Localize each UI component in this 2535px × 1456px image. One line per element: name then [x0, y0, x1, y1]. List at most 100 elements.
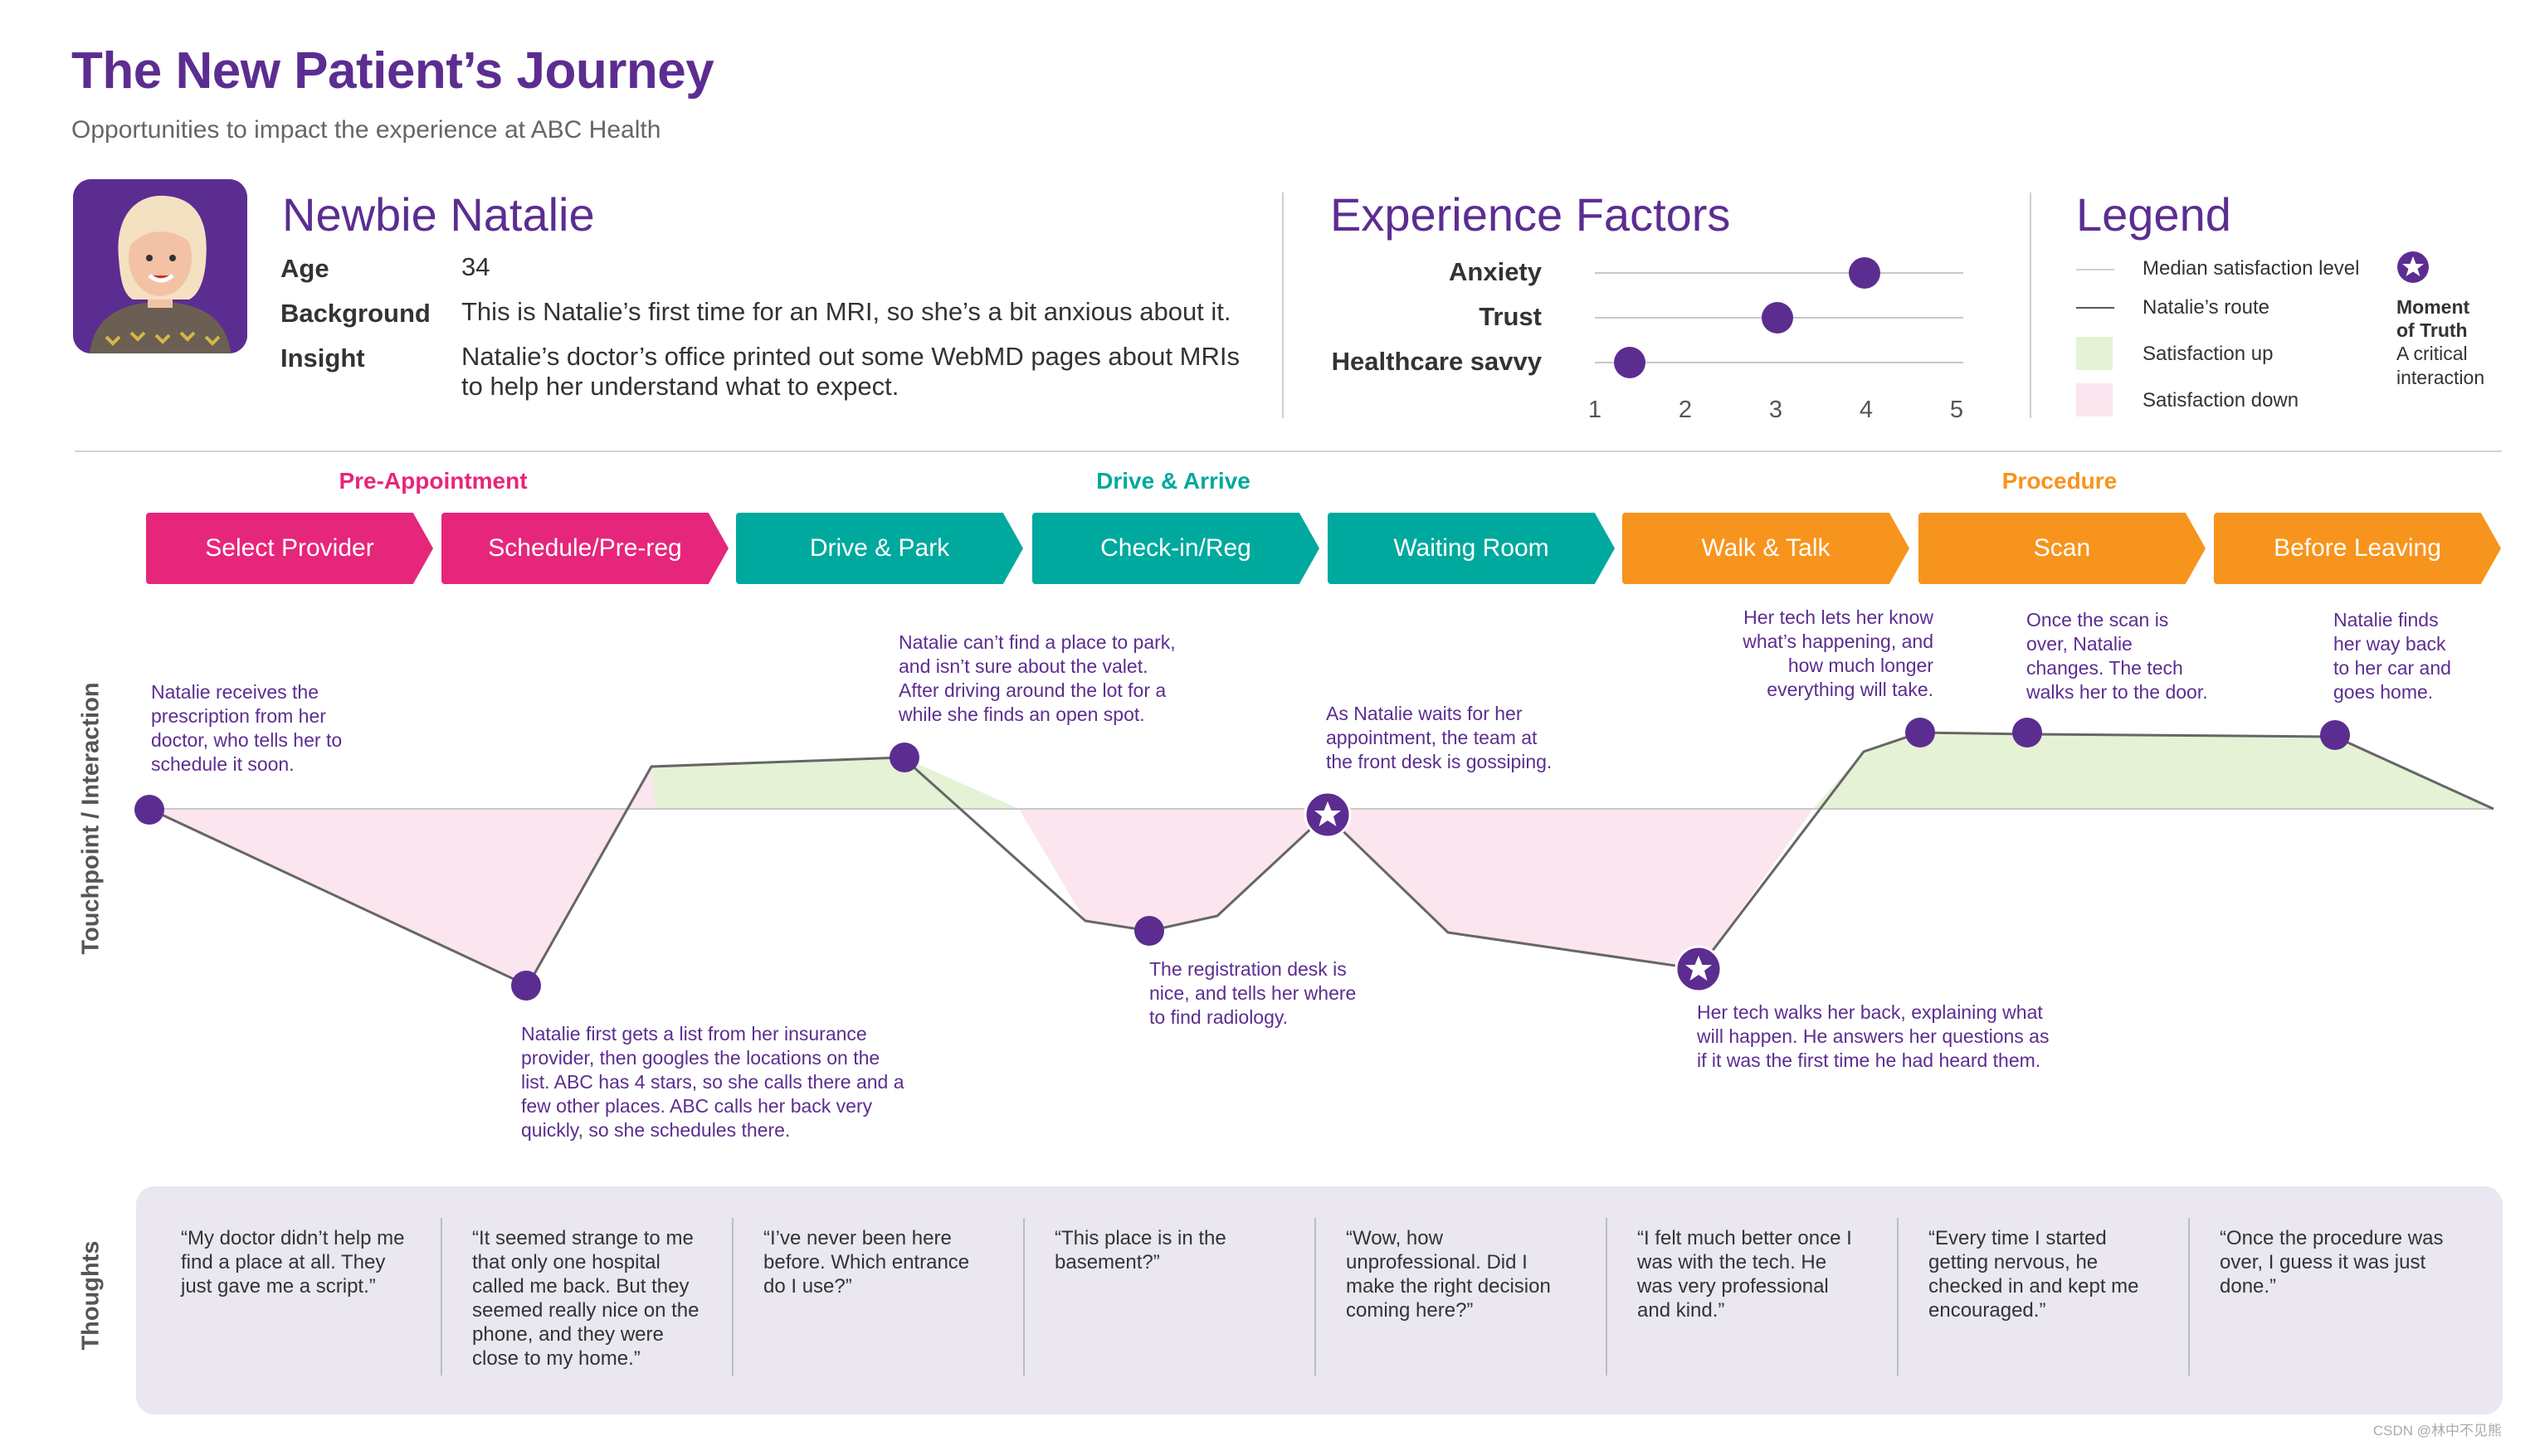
scale-tick-4: 4 — [1859, 397, 1874, 423]
thought-line: checked in and kept me — [1928, 1275, 2139, 1298]
factor-marker-trust — [1762, 302, 1793, 334]
scale-tick-1: 1 — [1587, 397, 1602, 423]
touchpoint-drive-park — [890, 743, 919, 772]
touchpoint-scan — [2012, 718, 2042, 747]
stage-drive-park: Drive & Park — [736, 513, 1023, 584]
thought-divider — [2188, 1218, 2190, 1376]
annotation-line: while she finds an open spot. — [899, 704, 1145, 725]
thought-line: and kind.” — [1637, 1299, 1725, 1322]
annotation-select-provider: Natalie receives the prescription from h… — [151, 680, 342, 777]
thought-line: do I use?” — [763, 1275, 852, 1298]
thought-line: “I’ve never been here — [763, 1227, 952, 1249]
thought-line: “This place is in the — [1055, 1227, 1226, 1249]
legend-down-swatch — [2076, 383, 2113, 416]
page-subtitle: Opportunities to impact the experience a… — [71, 116, 661, 144]
thought-line: “Once the procedure was — [2220, 1227, 2444, 1249]
thought-divider — [1023, 1218, 1025, 1376]
legend-route-line — [2076, 307, 2114, 309]
legend-up-label: Satisfaction up — [2143, 343, 2274, 365]
touchpoint-select-provider — [134, 795, 164, 825]
stage-before-leaving: Before Leaving — [2214, 513, 2501, 584]
page-title: The New Patient’s Journey — [71, 42, 714, 100]
annotation-walk-talk: Her tech walks her back, explaining what… — [1697, 1001, 2049, 1073]
annotation-line: Natalie first gets a list from her insur… — [521, 1023, 867, 1045]
satisfaction-down-area-2 — [1019, 809, 1813, 969]
age-label: Age — [280, 254, 329, 283]
thought-line: “Wow, how — [1346, 1227, 1443, 1249]
thoughts-axis-label: Thoughts — [77, 1240, 105, 1351]
background-value: This is Natalie’s first time for an MRI,… — [461, 297, 1231, 326]
moment-of-truth-icon — [2396, 251, 2430, 288]
moment-title-line: of Truth — [2396, 319, 2468, 341]
thought-line: unprofessional. Did I — [1346, 1251, 1528, 1273]
annotation-line: changes. The tech — [2026, 657, 2183, 679]
section-divider — [1282, 192, 1284, 418]
thought-line: done.” — [2220, 1275, 2277, 1298]
stage-walk-talk: Walk & Talk — [1622, 513, 1909, 584]
annotation-scan: Once the scan is over, Natalie changes. … — [2026, 608, 2208, 704]
annotation-line: if it was the first time he had heard th… — [1697, 1049, 2041, 1071]
thought-line: just gave me a script.” — [181, 1275, 376, 1298]
annotation-line: Natalie receives the — [151, 681, 319, 703]
annotation-line: provider, then googles the locations on … — [521, 1047, 880, 1069]
thought-line: coming here?” — [1346, 1299, 1474, 1322]
annotation-line: schedule it soon. — [151, 753, 295, 775]
phase-procedure: Procedure — [2001, 468, 2118, 494]
annotation-line: how much longer — [1787, 655, 1933, 676]
factor-label-anxiety: Anxiety — [1449, 257, 1542, 286]
avatar-illustration — [73, 179, 247, 353]
annotation-line: Her tech lets her know — [1743, 606, 1933, 628]
thought-divider — [1314, 1218, 1316, 1376]
experience-factors-title: Experience Factors — [1330, 188, 1731, 241]
annotation-line: will happen. He answers her questions as — [1697, 1025, 2050, 1047]
legend-title: Legend — [2076, 188, 2231, 241]
thought-line: seemed really nice on the — [472, 1299, 700, 1322]
satisfaction-down-area-1 — [149, 757, 1019, 986]
factor-label-trust: Trust — [1479, 302, 1542, 331]
thought-line: before. Which entrance — [763, 1251, 970, 1273]
touchpoint-before-leaving — [2320, 720, 2350, 750]
annotation-schedule: Natalie first gets a list from her insur… — [521, 1022, 904, 1142]
moment-desc-line: interaction — [2396, 367, 2485, 388]
persona-avatar — [73, 179, 247, 353]
thoughts-panel — [136, 1186, 2503, 1415]
age-value: 34 — [461, 252, 490, 281]
annotation-line: As Natalie waits for her — [1326, 703, 1523, 724]
touchpoint-walk-talk-2 — [1905, 718, 1935, 747]
thought-line: basement?” — [1055, 1251, 1160, 1273]
phase-drive-arrive: Drive & Arrive — [1096, 468, 1250, 494]
thought-line: “Every time I started — [1928, 1227, 2107, 1249]
annotation-line: Once the scan is — [2026, 609, 2169, 631]
moment-desc-line: A critical — [2396, 343, 2468, 364]
annotation-line: Natalie finds — [2333, 609, 2439, 631]
thought-line: “I felt much better once I — [1637, 1227, 1852, 1249]
thought-divider — [732, 1218, 734, 1376]
thought-divider — [1897, 1218, 1899, 1376]
thought-line: “My doctor didn’t help me — [181, 1227, 405, 1249]
insight-label: Insight — [280, 343, 365, 373]
annotation-line: the front desk is gossiping. — [1326, 751, 1553, 772]
satisfaction-up-area-1 — [651, 757, 1019, 809]
scale-tick-2: 2 — [1678, 397, 1693, 423]
annotation-line: to her car and — [2333, 657, 2451, 679]
annotation-check-in: The registration desk is nice, and tells… — [1149, 957, 1356, 1030]
thought-line: “It seemed strange to me — [472, 1227, 694, 1249]
legend-median-line — [2076, 269, 2114, 270]
thought-line: was very professional — [1637, 1275, 1829, 1298]
annotation-line: Her tech walks her back, explaining what — [1697, 1001, 2043, 1023]
thought-line: getting nervous, he — [1928, 1251, 2099, 1273]
thought-line: make the right decision — [1346, 1275, 1551, 1298]
annotation-line: list. ABC has 4 stars, so she calls ther… — [521, 1071, 904, 1093]
annotation-line: After driving around the lot for a — [899, 679, 1167, 701]
insight-value: Natalie’s doctor’s office printed out so… — [461, 342, 1240, 401]
annotation-line: everything will take. — [1767, 679, 1933, 700]
annotation-line: her way back — [2333, 633, 2446, 655]
moment-of-truth-waiting-room — [1304, 791, 1352, 839]
thought-line: close to my home.” — [472, 1347, 641, 1370]
factor-track-anxiety — [1595, 272, 1963, 274]
factor-label-healthcare-savvy: Healthcare savvy — [1331, 347, 1542, 376]
